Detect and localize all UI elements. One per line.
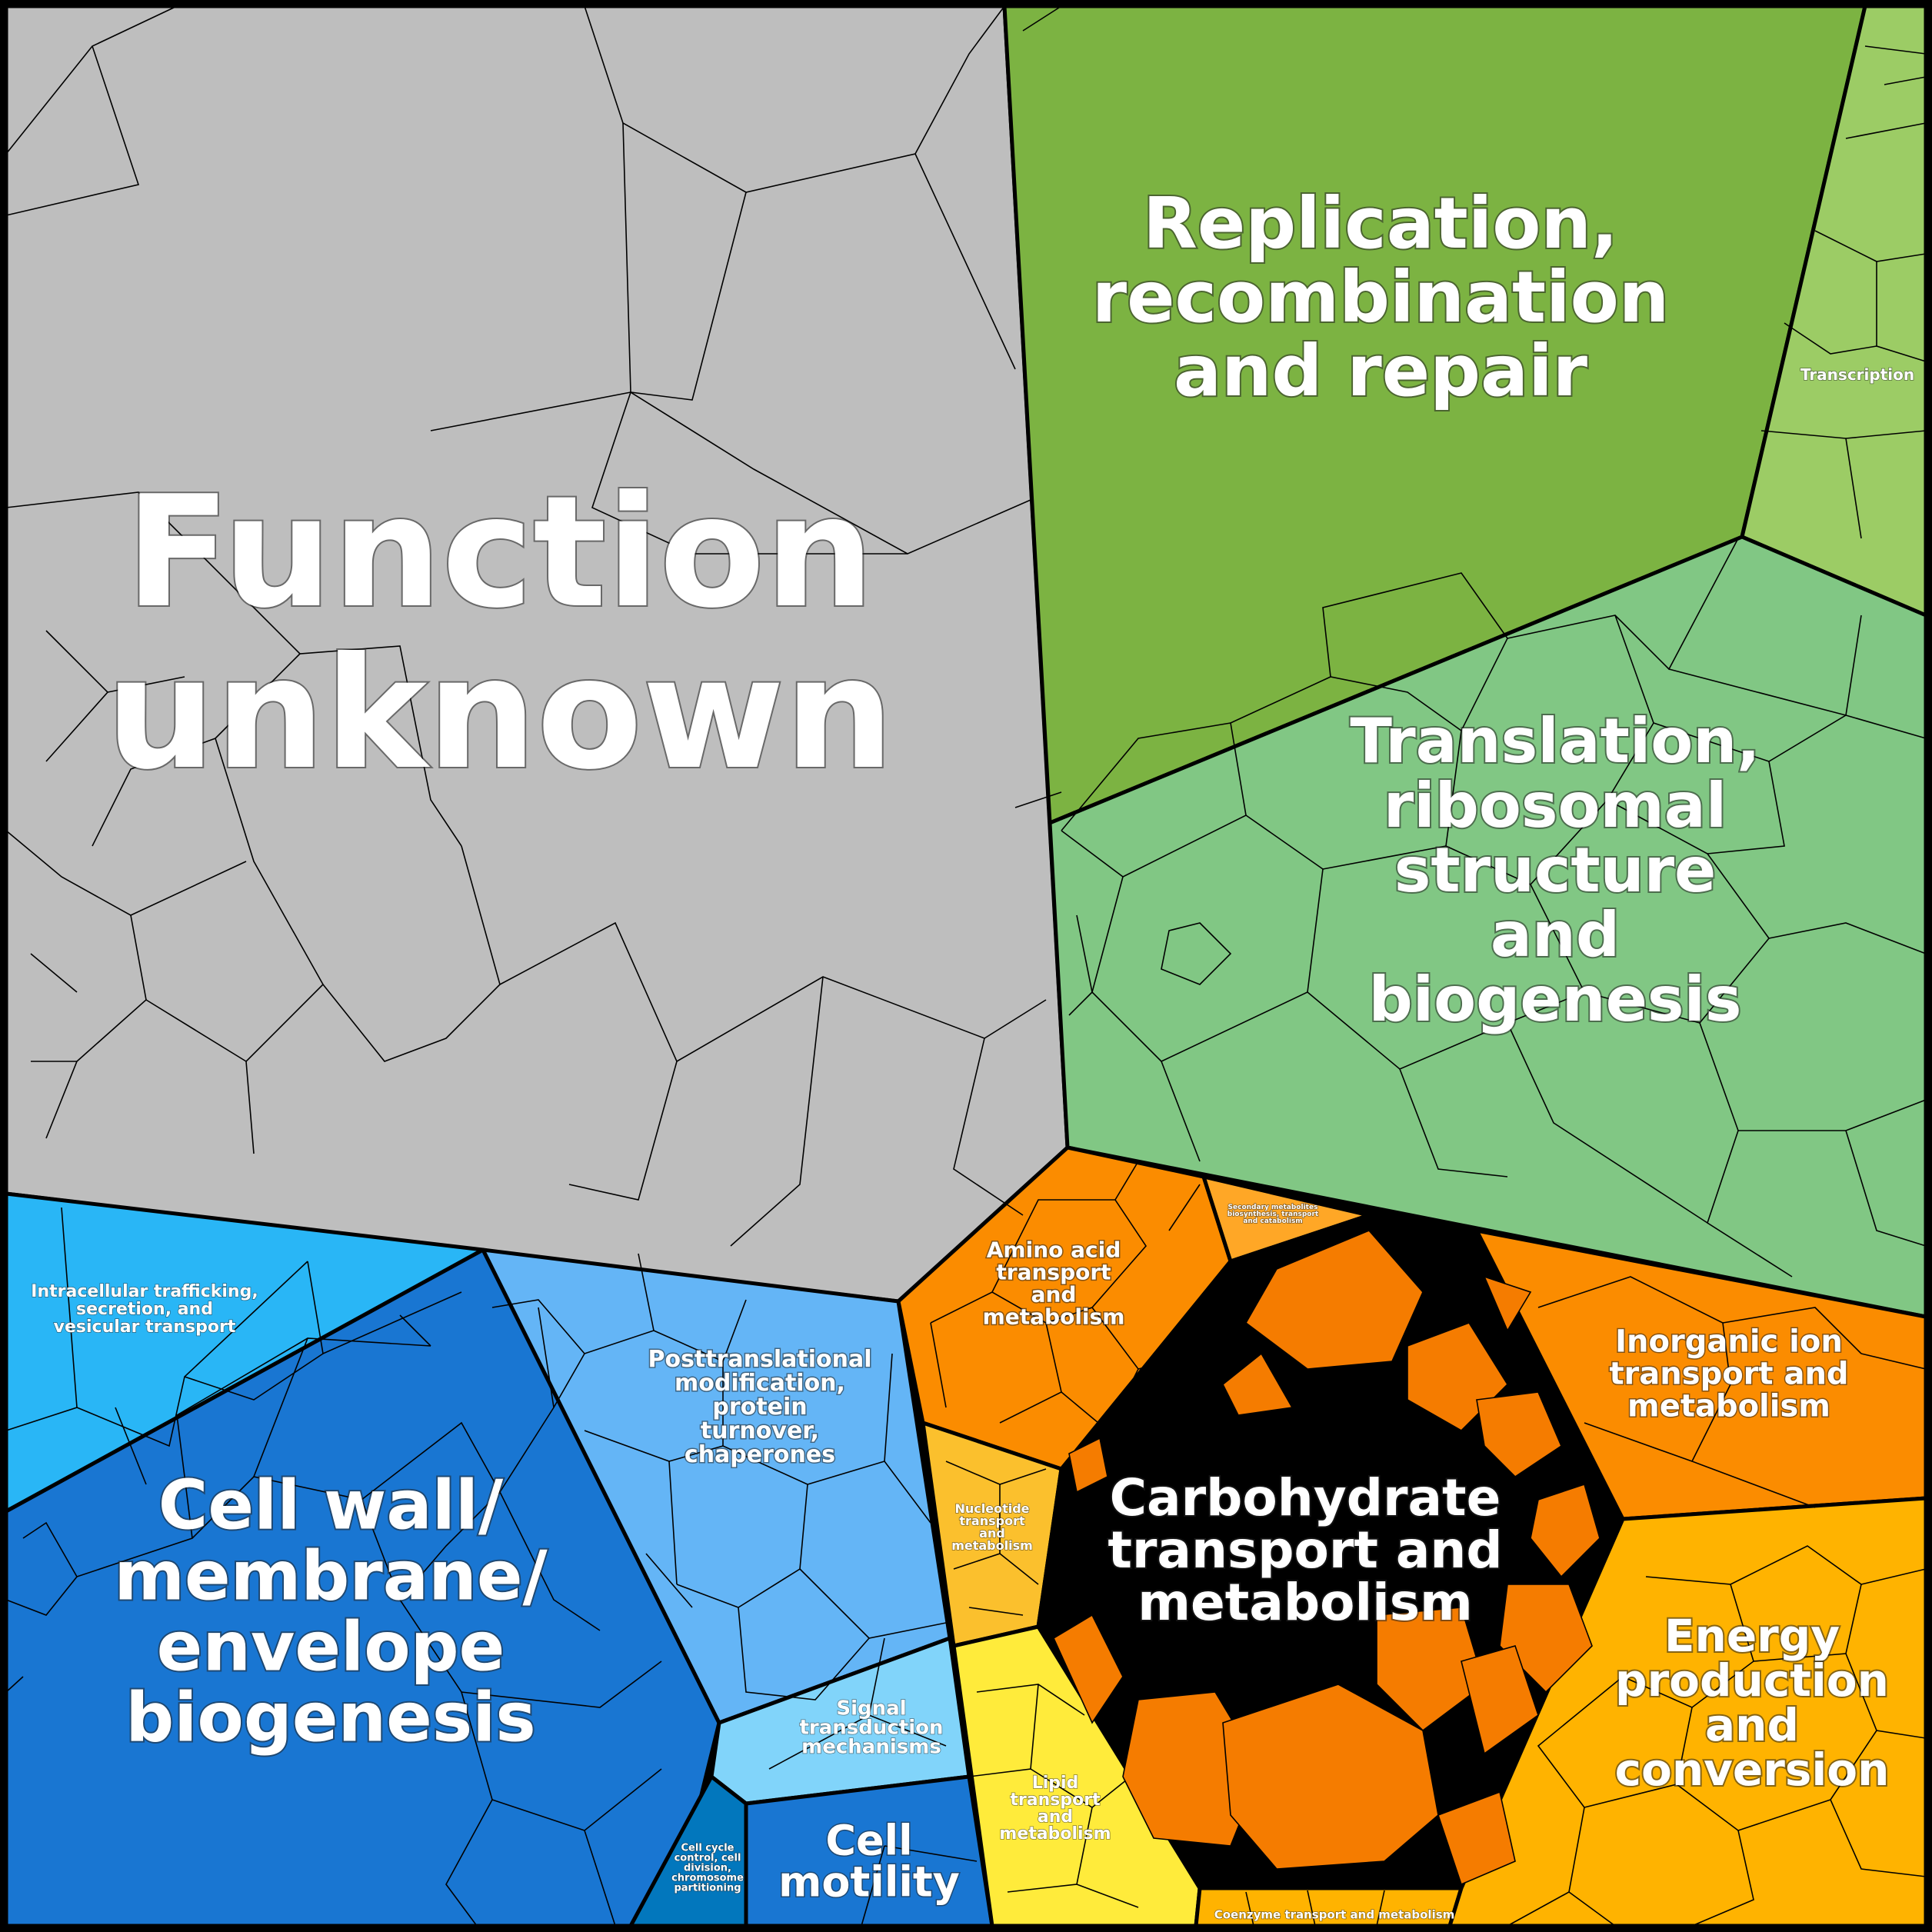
label-line: Replication, (1143, 182, 1618, 265)
label-line: transport (959, 1514, 1025, 1528)
label-line: Intracellular trafficking, (31, 1282, 258, 1301)
label-line: Secondary metabolites (1228, 1204, 1318, 1211)
label-line: biogenesis (125, 1678, 536, 1757)
label-line: metabolism (1138, 1573, 1473, 1632)
label-line: motility (778, 1857, 960, 1906)
label-line: chromosome (671, 1873, 744, 1884)
label-line: Signal (836, 1697, 906, 1720)
label-line: and catabolism (1243, 1217, 1302, 1225)
label-line: and repair (1174, 330, 1588, 412)
label-line: and (1491, 899, 1620, 971)
label-line: ribosomal (1384, 770, 1727, 841)
label-line: production (1615, 1654, 1889, 1707)
carbohydrate-subcells (1052, 1230, 1601, 1886)
label-line: biosynthesis, transport (1227, 1211, 1319, 1218)
label-line: and (1038, 1807, 1073, 1827)
label-line: envelope (157, 1607, 505, 1687)
label-line: protein (712, 1394, 807, 1421)
label-line: control, cell (675, 1853, 741, 1864)
label-line: and (1705, 1699, 1799, 1751)
label-line: metabolism (1627, 1388, 1830, 1424)
label-line: metabolism (999, 1824, 1111, 1844)
label-line: transport (996, 1260, 1111, 1285)
label-line: Translation, (1350, 705, 1760, 777)
label-line: Lipid (1032, 1774, 1079, 1793)
label-line: transduction (799, 1716, 943, 1739)
label-line: modification, (675, 1370, 845, 1397)
label-intracellular: Intracellular trafficking,secretion, and… (31, 1282, 258, 1337)
label-coenzyme: Coenzyme transport and metabolism (1214, 1907, 1455, 1921)
label-line: Posttranslational (648, 1346, 871, 1373)
label-line: transport and (1609, 1356, 1848, 1391)
label-line: Carbohydrate (1110, 1468, 1501, 1527)
label-line: membrane/ (114, 1537, 548, 1616)
label-line: biogenesis (1368, 964, 1741, 1035)
label-line: division, (684, 1863, 731, 1874)
label-line: Cell (825, 1816, 912, 1864)
label-line: Cell cycle (681, 1843, 734, 1854)
label-line: Function (125, 463, 874, 642)
label-line: partitioning (674, 1883, 741, 1894)
label-line: secretion, and (76, 1300, 213, 1319)
label-line: turnover, (701, 1417, 819, 1444)
label-line: and (979, 1526, 1005, 1541)
label-line: Amino acid (987, 1237, 1121, 1263)
region-translation[interactable] (1048, 535, 1928, 1319)
label-line: Inorganic ion (1615, 1324, 1843, 1359)
label-line: mechanisms (801, 1735, 941, 1758)
label-line: metabolism (983, 1304, 1125, 1330)
label-line: unknown (106, 625, 894, 804)
label-line: vesicular transport (54, 1317, 236, 1337)
label-transcription: Transcription (1800, 365, 1914, 384)
label-line: Transcription (1800, 365, 1914, 384)
label-line: Cell wall/ (158, 1466, 504, 1545)
label-line: and (1031, 1282, 1077, 1307)
label-line: conversion (1615, 1744, 1890, 1796)
label-line: structure (1394, 834, 1717, 906)
label-line: Energy (1664, 1610, 1840, 1662)
label-line: chaperones (685, 1441, 835, 1468)
label-line: recombination (1092, 256, 1670, 338)
label-line: Coenzyme transport and metabolism (1214, 1907, 1455, 1921)
subcell-lines (5, 5, 1927, 1927)
label-line: metabolism (951, 1538, 1033, 1553)
label-line: transport (1010, 1790, 1101, 1810)
label-line: Nucleotide (954, 1501, 1029, 1516)
label-line: transport and (1108, 1521, 1502, 1580)
